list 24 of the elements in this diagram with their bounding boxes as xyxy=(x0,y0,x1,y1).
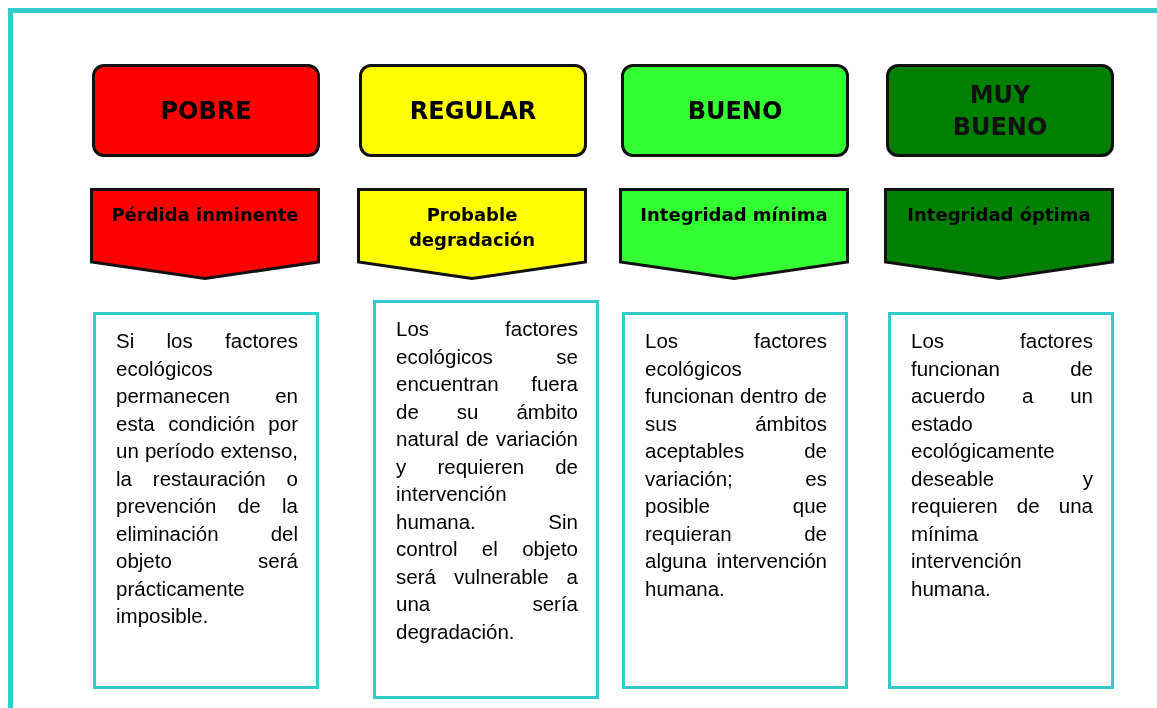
rating-box xyxy=(359,64,587,157)
description-text: Los factores ecológicos funcionan dentro de sus ámbitos aceptables de variación; es posible que requieran de alguna intervención humana. xyxy=(645,328,827,602)
banner-text: Pérdida inminente xyxy=(110,203,300,227)
rating-label: BUENO xyxy=(686,95,784,127)
banner-text: Integridad óptima xyxy=(906,203,1092,227)
banner-text: Probable degradación xyxy=(407,203,537,252)
description-box xyxy=(373,300,599,699)
rating-banner xyxy=(884,188,1114,280)
rating-box xyxy=(621,64,849,157)
rating-box xyxy=(92,64,320,157)
banner-text: Integridad mínima xyxy=(639,203,829,227)
description-box xyxy=(93,312,319,689)
description-text: Si los factores ecológicos permanecen en esta condición por un período extenso, la restauración o prevención de la eliminación del objeto será prácticamente imposible. xyxy=(116,328,298,629)
rating-banner xyxy=(90,188,320,280)
description-text: Los factores funcionan de acuerdo a un estado ecológicamente deseable y requieren de una mínima intervención humana. xyxy=(911,328,1093,602)
rating-label: REGULAR xyxy=(408,95,538,127)
description-box xyxy=(888,312,1114,689)
description-box xyxy=(622,312,848,689)
rating-banner xyxy=(357,188,587,280)
rating-label: POBRE xyxy=(159,95,253,127)
rating-box xyxy=(886,64,1114,157)
rating-banner xyxy=(619,188,849,280)
rating-label: MUY BUENO xyxy=(951,79,1049,143)
description-text: Los factores ecológicos se encuentran fuera de su ámbito natural de variación y requieren de intervención humana. Sin control el objeto será vulnerable a una sería degradación. xyxy=(396,316,578,645)
